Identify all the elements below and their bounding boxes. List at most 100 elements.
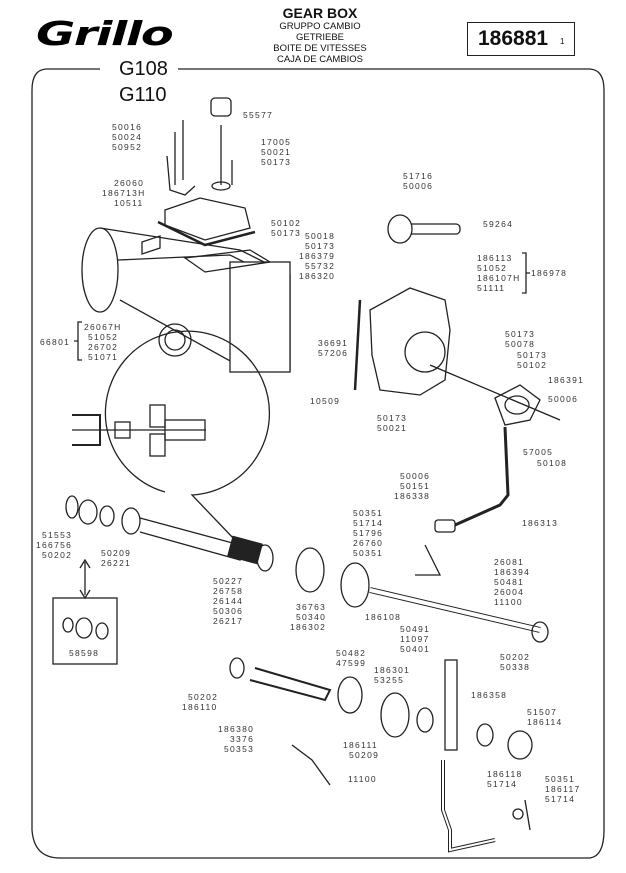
main-housing-drawing (81, 227, 291, 373)
callout-50102: 50102 (271, 218, 302, 228)
title-block: GEAR BOX GRUPPO CAMBIO GETRIEBE BOITE DE… (220, 5, 420, 66)
callout-50338: 50338 (500, 662, 531, 672)
shift-linkage-drawing (369, 214, 541, 853)
callout-53255: 53255 (374, 675, 405, 685)
callout-10509: 10509 (310, 396, 341, 406)
callout-50227: 50227 (213, 576, 244, 586)
callout-186114: 186114 (527, 717, 563, 727)
callout-51071: 51071 (88, 352, 119, 362)
part-code: 186881 (478, 27, 549, 50)
callout-51052: 51052 (88, 332, 119, 342)
callout-36691: 36691 (318, 338, 349, 348)
callout-50018: 50018 (305, 231, 336, 241)
callout-26758: 26758 (213, 586, 244, 596)
callout-186301: 186301 (374, 665, 411, 675)
callout-186978: 186978 (531, 268, 568, 278)
callout-50021: 50021 (377, 423, 408, 433)
callout-50108: 50108 (537, 458, 568, 468)
callout-66801: 66801 (40, 337, 71, 347)
callout-50006: 50006 (548, 394, 579, 404)
callout-50202: 50202 (500, 652, 531, 662)
callout-26702: 26702 (88, 342, 119, 352)
title-fr: BOITE DE VITESSES (273, 43, 367, 54)
kit-box (52, 597, 118, 665)
callout-10511: 10511 (114, 198, 144, 208)
callout-26004: 26004 (494, 587, 525, 597)
callout-11100: 11100 (348, 774, 377, 784)
callout-186302: 186302 (290, 622, 327, 632)
callout-186313: 186313 (522, 518, 559, 528)
callout-50209: 50209 (349, 750, 380, 760)
callout-50209: 50209 (101, 548, 132, 558)
callout-50173: 50173 (517, 350, 548, 360)
title-it: GRUPPO CAMBIO (279, 21, 361, 32)
callout-51714: 51714 (353, 518, 384, 528)
callout-50151: 50151 (400, 481, 431, 491)
callout-50173: 50173 (377, 413, 408, 423)
callout-26760: 26760 (353, 538, 384, 548)
bracket-66801 (74, 321, 82, 361)
callout-51714: 51714 (487, 779, 518, 789)
callout-51714: 51714 (545, 794, 576, 804)
callout-186113: 186113 (477, 253, 513, 263)
bracket-186978 (522, 252, 530, 294)
callout-186320: 186320 (299, 271, 336, 281)
title-de: GETRIEBE (295, 32, 345, 43)
callout-51111: 51111 (477, 283, 506, 293)
callout-51553: 51553 (42, 530, 73, 540)
model-g108: G108 (119, 58, 168, 80)
top-cover-drawing (157, 97, 256, 247)
callout-186379: 186379 (299, 251, 336, 261)
callout-50353: 50353 (224, 744, 255, 754)
callout-58598: 58598 (69, 648, 100, 658)
callout-50481: 50481 (494, 577, 525, 587)
callout-186394: 186394 (494, 567, 531, 577)
callout-17005: 17005 (261, 137, 292, 147)
callout-186358: 186358 (471, 690, 508, 700)
callout-50351: 50351 (353, 508, 384, 518)
callout-51796: 51796 (353, 528, 384, 538)
callout-26081: 26081 (494, 557, 525, 567)
side-cover-drawing (353, 287, 561, 426)
callout-50202: 50202 (42, 550, 73, 560)
callout-186391: 186391 (548, 375, 585, 385)
page-header: Grillo GEAR BOX GRUPPO CAMBIO GETRIEBE B… (0, 0, 626, 70)
callout-50006: 50006 (400, 471, 431, 481)
callout-50173: 50173 (261, 157, 292, 167)
callout-166756: 166756 (36, 540, 73, 550)
part-code-box: 186881 1 (467, 22, 575, 56)
callout-50491: 50491 (400, 624, 431, 634)
callout-26221: 26221 (101, 558, 132, 568)
callout-50173: 50173 (271, 228, 302, 238)
callout-50351: 50351 (353, 548, 384, 558)
callout-186111: 186111 (343, 740, 378, 750)
callout-50078: 50078 (505, 339, 536, 349)
callout-50173: 50173 (305, 241, 336, 251)
callout-50306: 50306 (213, 606, 244, 616)
callout-186108: 186108 (365, 612, 402, 622)
callout-50016: 50016 (112, 122, 143, 132)
callout-57005: 57005 (523, 447, 554, 457)
callout-50952: 50952 (112, 142, 143, 152)
callout-26060: 26060 (114, 178, 145, 188)
kit-arrow (79, 558, 91, 600)
callout-51052: 51052 (477, 263, 508, 273)
layshaft-drawing (229, 657, 533, 786)
callout-186107H: 186107H (477, 273, 521, 283)
callout-186380: 186380 (218, 724, 255, 734)
callout-50173: 50173 (505, 329, 536, 339)
callout-47599: 47599 (336, 658, 367, 668)
title-main: GEAR BOX (282, 5, 358, 21)
callout-51507: 51507 (527, 707, 558, 717)
diagram-frame (31, 68, 605, 859)
callout-50021: 50021 (261, 147, 292, 157)
callout-50102: 50102 (517, 360, 548, 370)
callout-50401: 50401 (400, 644, 431, 654)
model-g110: G110 (119, 84, 167, 106)
callout-26144: 26144 (213, 596, 244, 606)
callout-57206: 57206 (318, 348, 349, 358)
callout-186713H: 186713H (102, 188, 146, 198)
callout-3376: 3376 (230, 734, 255, 744)
detail-inset-drawing (72, 330, 271, 541)
